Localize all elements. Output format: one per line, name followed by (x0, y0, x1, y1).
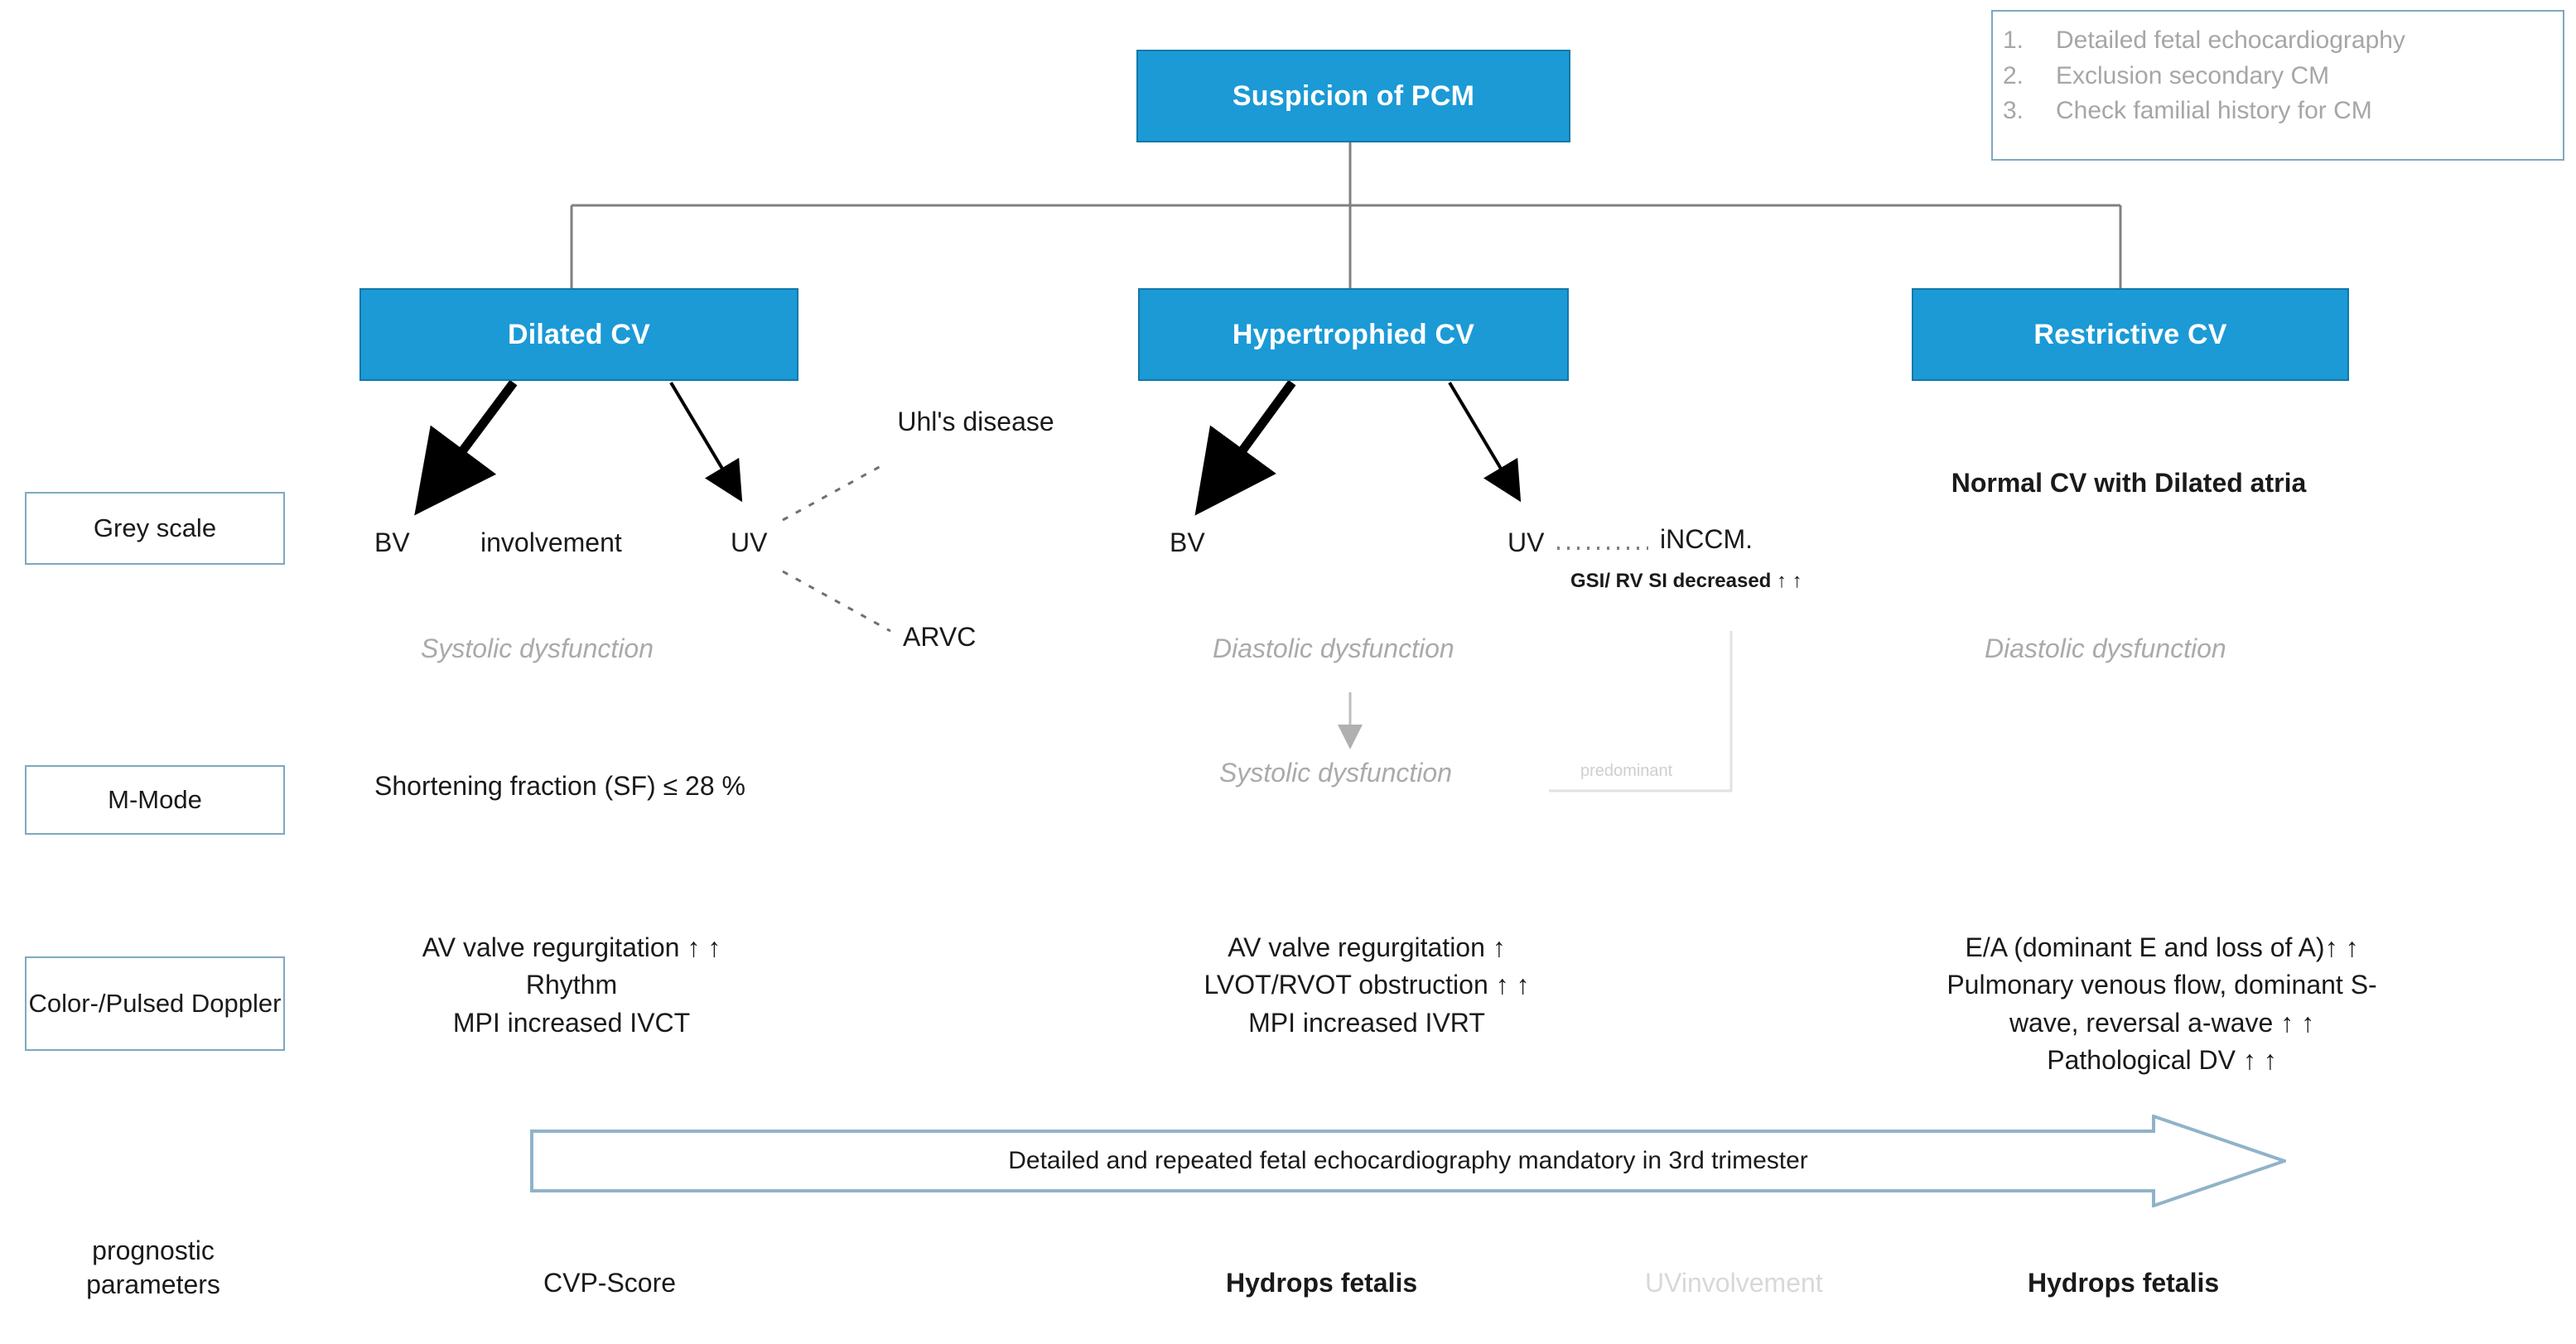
m-mode-dilated-value: Shortening fraction (SF) ≤ 28 % (374, 771, 745, 801)
node-restrictive-cv[interactable]: Restrictive CV (1912, 288, 2349, 381)
grey-scale-hypertrophied-uv: UV (1507, 527, 1545, 557)
legend-item: 1. Detailed fetal echocardiography (2003, 23, 2548, 59)
legend-item-number: 3. (2003, 97, 2024, 125)
grey-scale-restrictive-note: Diastolic dysfunction (1985, 633, 2226, 663)
grey-scale-predominant-label: predominant (1580, 762, 1673, 780)
legend-item-number: 1. (2003, 26, 2024, 54)
row-label-grey-scale: Grey scale (25, 492, 285, 565)
grey-scale-hypertrophied-bv: BV (1170, 527, 1205, 557)
legend-box: 1. Detailed fetal echocardiography 2. Ex… (1991, 10, 2564, 161)
doppler-restrictive-line-3: wave, reversal a-wave ↑ ↑ (2009, 1007, 2315, 1038)
node-hypertrophied-cv[interactable]: Hypertrophied CV (1138, 288, 1569, 381)
prognostic-hypertrophied-value: Hydrops fetalis (1226, 1268, 1418, 1298)
legend-item-number: 2. (2003, 61, 2024, 89)
doppler-hypertrophied-line-2: LVOT/RVOT obstruction ↑ ↑ (1204, 970, 1530, 1000)
prognostic-hypertrophied-uv-value: UVinvolvement (1645, 1268, 1823, 1298)
node-dilated-cv[interactable]: Dilated CV (359, 288, 798, 381)
grey-scale-dilated-bv: BV (374, 527, 410, 557)
grey-scale-restrictive-finding: Normal CV with Dilated atria (1938, 465, 2319, 500)
prognostic-dilated-value: CVP-Score (543, 1268, 677, 1298)
doppler-hypertrophied-line-1: AV valve regurgitation ↑ (1228, 932, 1506, 962)
banner-arrow: Detailed and repeated fetal echocardiogr… (530, 1115, 2286, 1207)
doppler-restrictive-line-2: Pulmonary venous flow, dominant S- (1946, 970, 2377, 1000)
legend-item-text: Exclusion secondary CM (2056, 61, 2330, 89)
row-label-color-pulsed-doppler: Color-/Pulsed Doppler (25, 956, 285, 1051)
row-label-m-mode: M-Mode (25, 765, 285, 835)
grey-scale-hypertrophied-inccm: iNCCM. (1660, 524, 1753, 554)
legend-item-text: Detailed fetal echocardiography (2056, 26, 2405, 54)
doppler-hypertrophied-block: AV valve regurgitation ↑ LVOT/RVOT obstr… (1077, 929, 1657, 1042)
doppler-restrictive-line-1: E/A (dominant E and loss of A)↑ ↑ (1965, 932, 2359, 962)
grey-scale-dilated-uv: UV (731, 527, 768, 557)
legend-item: 3. Check familial history for CM (2003, 94, 2548, 129)
doppler-dilated-block: AV valve regurgitation ↑ ↑ Rhythm MPI in… (298, 929, 845, 1042)
grey-scale-dilated-involvement: involvement (480, 527, 622, 557)
doppler-dilated-line-1: AV valve regurgitation ↑ ↑ (422, 932, 721, 962)
doppler-dilated-line-3: MPI increased IVCT (452, 1007, 691, 1038)
legend-item-text: Check familial history for CM (2056, 97, 2372, 125)
grey-scale-hypertrophied-note-diastolic: Diastolic dysfunction (1213, 633, 1454, 663)
row-label-text: Color-/Pulsed Doppler (28, 988, 282, 1018)
grey-scale-dilated-note: Systolic dysfunction (421, 633, 654, 663)
row-label-prognostic-parameters: prognostic parameters (25, 1234, 282, 1302)
node-suspicion-of-pcm[interactable]: Suspicion of PCM (1136, 50, 1570, 142)
legend-item: 2. Exclusion secondary CM (2003, 59, 2548, 94)
doppler-dilated-line-2: Rhythm (525, 970, 618, 1000)
banner-arrow-shape (530, 1115, 2286, 1207)
grey-scale-hypertrophied-gsi: GSI/ RV SI decreased ↑ ↑ (1570, 570, 1802, 592)
row-label-text-line2: parameters (86, 1269, 220, 1299)
grey-scale-dilated-branch-arvc: ARVC (903, 622, 977, 652)
doppler-restrictive-block: E/A (dominant E and loss of A)↑ ↑ Pulmon… (1847, 929, 2477, 1080)
doppler-restrictive-line-4: Pathological DV ↑ ↑ (2047, 1045, 2277, 1076)
grey-scale-restrictive-finding-text: Normal CV with Dilated atria (1951, 468, 2307, 498)
prognostic-restrictive-value: Hydrops fetalis (2028, 1268, 2220, 1298)
grey-scale-hypertrophied-note-systolic: Systolic dysfunction (1219, 758, 1453, 788)
row-label-text-line1: prognostic (92, 1236, 215, 1265)
doppler-hypertrophied-line-3: MPI increased IVRT (1248, 1007, 1485, 1038)
banner-arrow-label: Detailed and repeated fetal echocardiogr… (1008, 1147, 1808, 1174)
grey-scale-dilated-branch-uhls-disease: Uhl's disease (897, 407, 1054, 436)
